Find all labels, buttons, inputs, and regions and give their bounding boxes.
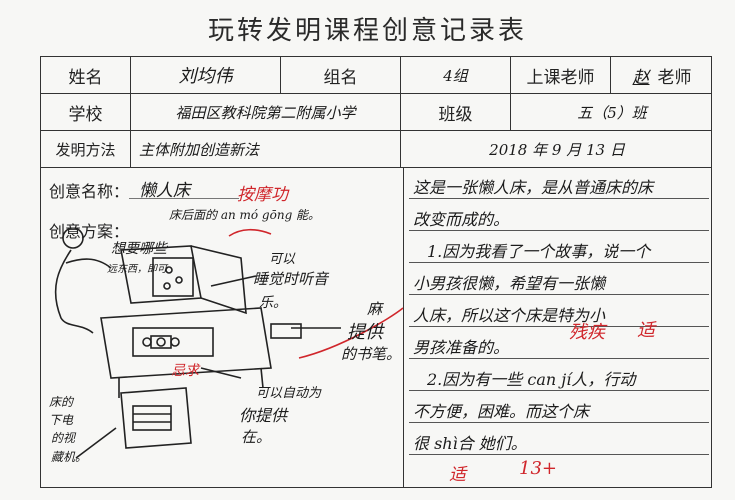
annotation-want: 想要哪些 (111, 241, 167, 257)
annotation-sleep-1: 可以 (269, 252, 296, 267)
info-row-name: 姓名 刘均伟 组名 4组 上课老师 赵 老师 (41, 57, 711, 94)
annotation-sleep-3: 乐。 (259, 295, 287, 311)
idea-name-label: 创意名称： (49, 182, 130, 201)
text-line-7: 2.因为有一些 can jí人，行动 (427, 370, 636, 389)
arrow-tv (75, 427, 117, 459)
annotation-shoot-1: 可以自动为 (256, 386, 322, 401)
bed-frame (100, 307, 272, 379)
annotation-far: 远东西，即可 (107, 264, 167, 275)
method-label: 发明方法 (41, 131, 131, 168)
annotation-bed-2: 下电 (49, 413, 74, 427)
idea-name-value: 懒人床 (139, 181, 190, 201)
ruled-line (409, 198, 709, 199)
school-label: 学校 (41, 94, 131, 130)
teacher-cell: 赵 老师 (611, 57, 713, 93)
text-line-8: 不方便，困难。而这个床 (413, 402, 590, 421)
ruled-line (409, 230, 709, 231)
column-divider (403, 168, 404, 487)
text-line-6: 男孩准备的。 (413, 338, 510, 357)
teacher-suffix: 老师 (657, 67, 692, 88)
method-value: 主体附加创造新法 (131, 131, 401, 168)
text-line-4: 小男孩很懒，希望有一张懒 (413, 274, 606, 293)
red-annotation-suitable: 适 (449, 465, 466, 485)
arrow-music (210, 275, 257, 287)
ruled-line (409, 358, 709, 359)
group-label: 组名 (281, 57, 401, 93)
red-annotation-small: 忌求 (171, 363, 199, 379)
annotation-shoot-2: 你提供 (239, 406, 288, 425)
red-annotation-correct: 适 (637, 320, 655, 341)
content-area: 创意名称： 懒人床 按摩功 创意方案： 床后面的 an mó gōng 能。 (40, 168, 712, 488)
date-value: 2018 年 9 月 13 日 (489, 141, 625, 159)
annotation-massage: 床后面的 an mó gōng 能。 (169, 208, 321, 222)
class-label: 班级 (401, 94, 511, 130)
ruled-line (409, 454, 709, 455)
annotation-bed-3: 的视 (51, 431, 76, 445)
name-value: 刘均伟 (131, 57, 281, 93)
ruled-line (409, 294, 709, 295)
text-line-9: 很 shì合 她们。 (413, 434, 527, 453)
page-title: 玩转发明课程创意记录表 (207, 16, 527, 46)
bed-sketch (54, 228, 403, 459)
ruled-line (409, 262, 709, 263)
idea-plan-label: 创意方案： (49, 222, 130, 241)
text-line-2: 改变而成的。 (413, 210, 510, 229)
bed-side (190, 245, 247, 315)
annotation-sleep-2: 睡觉时听音 (253, 270, 329, 288)
class-value: 五（5）班 (577, 103, 647, 122)
text-line-5: 人床，所以这个床是特为小 (413, 306, 606, 325)
teacher-value: 赵 (632, 67, 650, 88)
red-annotation-disabled: 残疾 (569, 322, 605, 343)
annotation-pen-2: 提供 (347, 322, 383, 343)
bed-drawer (132, 327, 214, 357)
info-row-method: 发明方法 主体附加创造新法 2018 年 9 月 13 日 (41, 131, 711, 168)
annotation-shoot-3: 在。 (241, 428, 272, 446)
annotation-bed-4: 藏机。 (51, 450, 88, 464)
ruled-line (409, 326, 709, 327)
info-row-school: 学校 福田区教科院第二附属小学 班级 五（5）班 (41, 94, 711, 131)
annotation-pen-3: 的书笔。 (341, 345, 402, 363)
person-arm (65, 258, 112, 269)
ruled-line (409, 390, 709, 391)
group-value: 4组 (401, 57, 511, 93)
person-body (54, 249, 94, 334)
text-line-1: 这是一张懒人床，是从普通床的床 (413, 178, 654, 197)
idea-name-line (129, 198, 239, 199)
annotation-bed-1: 床的 (49, 395, 74, 409)
school-value: 福田区教科院第二附属小学 (131, 94, 401, 130)
red-score: 13+ (519, 458, 557, 479)
text-line-3: 1.因为我看了一个故事，说一个 (427, 242, 651, 261)
red-arrow (298, 307, 403, 359)
info-table: 姓名 刘均伟 组名 4组 上课老师 赵 老师 学校 福田区教科院第二附属小学 班… (40, 56, 712, 168)
bed-panel (152, 257, 194, 297)
ruled-line (409, 422, 709, 423)
red-annotation-massage: 按摩功 (237, 185, 288, 205)
annotation-pen-1: 麻 (367, 300, 383, 318)
teacher-label: 上课老师 (511, 57, 611, 93)
name-label: 姓名 (41, 57, 131, 93)
tv-box (120, 387, 192, 449)
person-head (62, 228, 84, 249)
